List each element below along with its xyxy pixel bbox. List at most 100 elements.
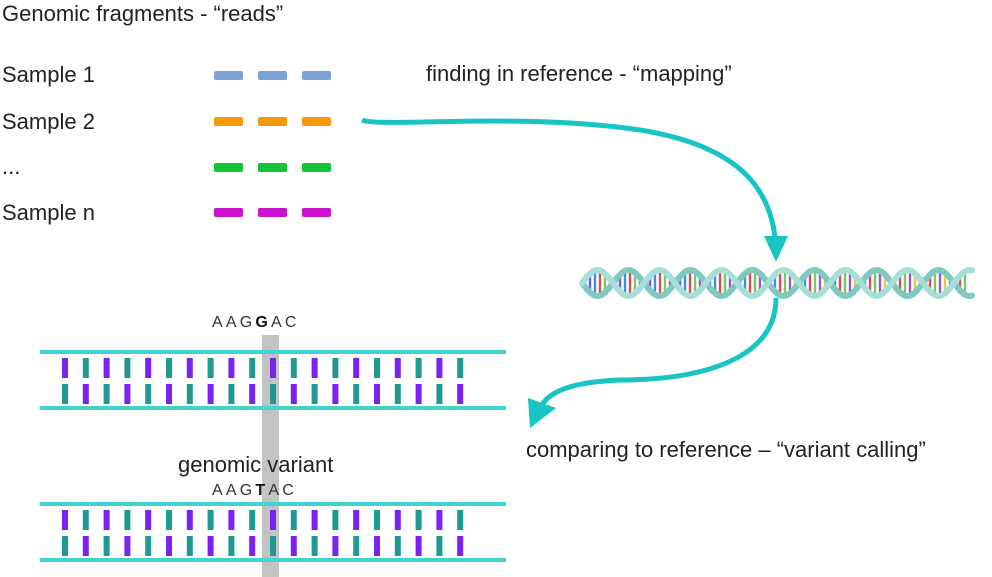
sample-dna-ladder <box>40 502 506 562</box>
read-fragment <box>302 163 331 172</box>
base-pair <box>186 510 193 530</box>
backbone-strand <box>40 502 506 506</box>
base-pair <box>207 536 214 556</box>
base-pair <box>353 384 360 404</box>
base-pair <box>457 384 464 404</box>
base-pair <box>332 358 339 378</box>
base-pair <box>415 510 422 530</box>
sample-n-label: Sample n <box>2 200 95 225</box>
base-pair <box>249 384 256 404</box>
base-pair <box>457 510 464 530</box>
base-pair <box>311 384 318 404</box>
base-pair <box>62 358 68 378</box>
base-pair <box>249 510 256 530</box>
base-pair <box>353 358 360 378</box>
base-pair <box>166 358 172 378</box>
base-pair <box>124 536 131 556</box>
read-fragment <box>302 117 331 126</box>
sequence-prefix: AAG <box>212 482 256 499</box>
base-pair <box>374 510 380 530</box>
base-pair <box>82 536 89 556</box>
read-fragment <box>258 71 287 80</box>
base-pair <box>332 510 339 530</box>
backbone-strand <box>40 350 506 354</box>
base-pair <box>436 510 443 530</box>
sample-ellipsis-reads <box>214 163 331 172</box>
base-pair <box>415 536 422 556</box>
base-pair <box>228 510 235 530</box>
base-pair <box>457 358 464 378</box>
base-pair <box>166 536 172 556</box>
read-fragment <box>258 117 287 126</box>
base-pair <box>374 358 380 378</box>
base-pair <box>415 384 422 404</box>
base-pair <box>436 358 443 378</box>
base-pair <box>82 510 89 530</box>
base-pair <box>332 384 339 404</box>
base-pair <box>228 358 235 378</box>
base-pair <box>103 510 110 530</box>
base-pair <box>436 384 443 404</box>
base-pair <box>186 536 193 556</box>
read-fragment <box>258 163 287 172</box>
base-pair <box>62 510 68 530</box>
read-fragment <box>214 208 243 217</box>
read-fragment <box>214 163 243 172</box>
sample-2-label: Sample 2 <box>2 109 95 134</box>
sequence-prefix: AAG <box>212 314 256 331</box>
base-pair <box>270 384 276 404</box>
sample-1-reads <box>214 71 331 80</box>
base-pair <box>228 384 235 404</box>
base-pair <box>394 536 401 556</box>
reference-dna-helix <box>579 266 975 300</box>
base-pair <box>270 510 276 530</box>
base-pair <box>249 536 256 556</box>
base-pair <box>62 384 68 404</box>
mapping-label: finding in reference - “mapping” <box>426 61 732 86</box>
base-pair <box>124 384 131 404</box>
base-pair <box>103 536 110 556</box>
reads-title: Genomic fragments - “reads” <box>2 1 284 26</box>
base-pair <box>82 384 89 404</box>
reference-sequence: AAGGAC <box>212 315 300 331</box>
read-fragment <box>214 117 243 126</box>
base-pair <box>374 384 380 404</box>
base-pair <box>145 384 152 404</box>
base-pair <box>290 358 297 378</box>
base-pair <box>62 536 68 556</box>
base-pair <box>228 536 235 556</box>
base-pair <box>353 510 360 530</box>
base-pair <box>374 536 380 556</box>
base-pair <box>207 358 214 378</box>
base-pair <box>186 358 193 378</box>
base-pair <box>353 536 360 556</box>
reference-dna-ladder <box>40 350 506 410</box>
base-pair <box>249 358 256 378</box>
backbone-strand <box>40 558 506 562</box>
base-pair <box>103 358 110 378</box>
base-pair <box>290 384 297 404</box>
sample-n-reads <box>214 208 331 217</box>
base-pair <box>124 358 131 378</box>
read-fragment <box>214 71 243 80</box>
base-pair <box>124 510 131 530</box>
helix-strand <box>579 266 975 300</box>
base-pair <box>394 384 401 404</box>
base-pair <box>207 510 214 530</box>
read-fragment <box>258 208 287 217</box>
base-pair <box>311 536 318 556</box>
base-pair <box>270 536 276 556</box>
variant-base: T <box>255 482 269 499</box>
base-pair <box>207 384 214 404</box>
base-pair <box>166 510 172 530</box>
base-pair <box>166 384 172 404</box>
read-fragment <box>302 208 331 217</box>
variant-calling-label: comparing to reference – “variant callin… <box>526 437 926 462</box>
base-pair <box>145 536 152 556</box>
mapping-arrow <box>360 117 779 256</box>
sample-2-reads <box>214 117 331 126</box>
mapping-arrowhead <box>764 236 788 262</box>
sequence-suffix: AC <box>268 482 298 499</box>
base-pair <box>270 358 276 378</box>
